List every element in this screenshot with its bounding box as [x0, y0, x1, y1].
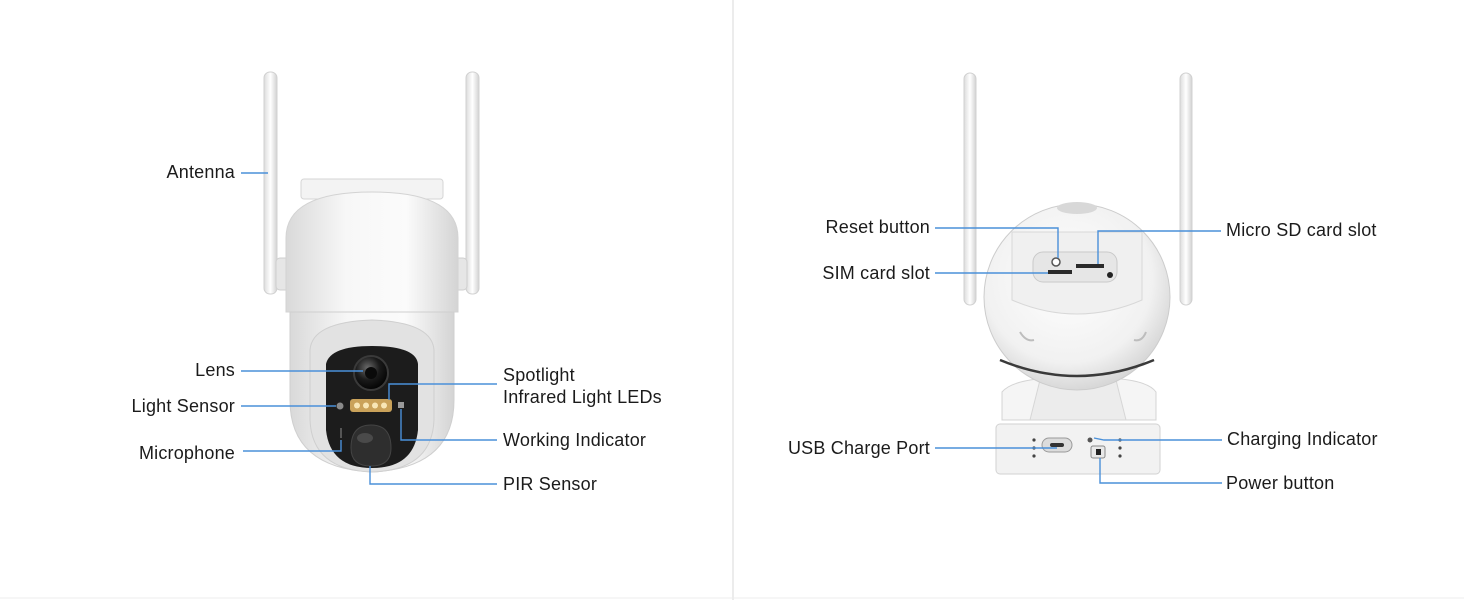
back-reset-hole	[1051, 257, 1061, 267]
back-sd-slot	[1076, 264, 1104, 268]
leader-power-button	[1099, 458, 1222, 484]
back-antenna-right	[1179, 72, 1193, 306]
label-micro-sd-slot: Micro SD card slot	[1226, 220, 1377, 240]
label-spotlight: Spotlight	[503, 365, 575, 385]
label-charging-indicator: Charging Indicator	[1227, 429, 1378, 449]
front-led-strip	[350, 399, 392, 412]
front-antenna-left	[263, 71, 278, 295]
leader-reset-button	[935, 227, 1059, 258]
leader-spotlight	[388, 383, 497, 400]
label-sim-card-slot: SIM card slot	[822, 263, 930, 283]
back-slot-cover	[1032, 251, 1118, 283]
back-antenna-left	[963, 72, 977, 306]
front-pir-sensor	[350, 424, 392, 467]
front-working-indicator	[398, 402, 404, 408]
front-antenna-right	[465, 71, 480, 295]
front-microphone	[340, 428, 342, 438]
label-infrared-leds: Infrared Light LEDs	[503, 387, 662, 407]
label-power-button: Power button	[1226, 473, 1335, 493]
label-lens: Lens	[195, 360, 235, 380]
label-reset-button: Reset button	[825, 217, 930, 237]
front-camera	[263, 71, 480, 473]
label-pir-sensor: PIR Sensor	[503, 474, 598, 494]
back-sim-slot	[1048, 270, 1072, 274]
label-usb-charge-port: USB Charge Port	[787, 438, 930, 458]
leader-working-indicator	[400, 409, 497, 441]
leader-micro-sd-slot	[1097, 230, 1221, 264]
front-light-sensor	[336, 402, 344, 410]
leader-pir-sensor	[369, 466, 497, 485]
label-light-sensor: Light Sensor	[131, 396, 235, 416]
leader-lines	[241, 172, 1222, 485]
leader-charging-indicator	[1093, 437, 1222, 441]
label-antenna: Antenna	[166, 162, 235, 182]
back-camera	[963, 72, 1193, 475]
back-charging-led	[1087, 437, 1093, 443]
label-microphone: Microphone	[138, 443, 235, 463]
label-working-indicator: Working Indicator	[503, 430, 647, 450]
leader-microphone	[243, 440, 342, 452]
